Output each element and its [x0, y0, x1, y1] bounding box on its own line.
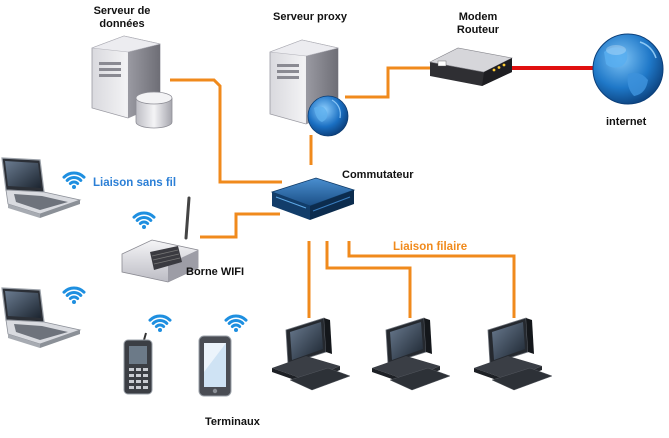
wifi-access-point-icon: [121, 196, 199, 283]
wifi-icon: [148, 314, 172, 332]
wifi-hotspot-label: Borne WIFI: [186, 266, 245, 278]
proxy-server-label: Serveur proxy: [273, 11, 347, 23]
data-server-label-line2: données: [99, 18, 145, 30]
wifi-signal-group: [62, 171, 248, 332]
wireless-link-label: Liaison sans fil: [93, 177, 177, 189]
modem-router-icon: [429, 47, 513, 86]
wired-links: [170, 66, 516, 318]
link-switch-wifi: [200, 212, 280, 239]
network-switch-icon: [270, 177, 356, 220]
mobile-phone-icon: [198, 335, 232, 397]
mobile-phone-icon: [123, 332, 153, 395]
desktop-computer-icon: [474, 317, 553, 391]
switch-label: Commutateur: [342, 169, 414, 181]
wifi-icon: [62, 171, 86, 189]
database-server-icon: [91, 35, 173, 129]
link-data-server-switch: [170, 78, 282, 184]
modem-router-label: Modem Routeur: [446, 11, 510, 37]
desktop-computer-icon: [272, 317, 351, 391]
wired-link-label: Liaison filaire: [393, 241, 468, 253]
terminals-label: Terminaux: [205, 416, 260, 428]
laptop-icon: [1, 287, 82, 348]
globe-icon: [592, 33, 664, 105]
modem-label-line1: Modem: [458, 11, 498, 23]
modem-label-line2: Routeur: [456, 24, 500, 36]
link-proxy-modem: [345, 66, 430, 99]
internet-label: internet: [606, 116, 647, 128]
link-switch-desktop-2: [325, 241, 412, 318]
link-switch-desktop-3: [347, 241, 516, 318]
data-server-label: Serveur de données: [82, 5, 162, 31]
wifi-icon: [224, 314, 248, 332]
data-server-label-line1: Serveur de: [93, 5, 151, 17]
wifi-icon: [62, 286, 86, 304]
proxy-server-icon: [269, 39, 349, 137]
wifi-icon: [132, 211, 156, 229]
laptop-icon: [1, 157, 82, 218]
desktop-computer-icon: [372, 317, 451, 391]
